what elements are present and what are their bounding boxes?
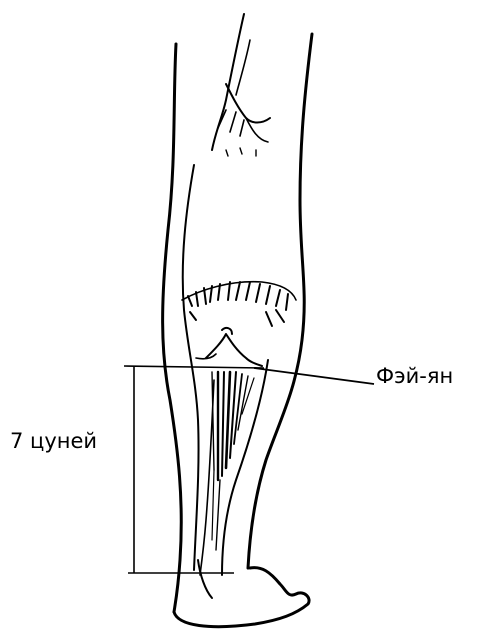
top-reference-line (124, 366, 264, 368)
muscle-junction (206, 334, 262, 366)
leg-left-outline (163, 44, 182, 612)
acupoint-label: Фэй-ян (376, 366, 453, 387)
distance-label: 7 цуней (10, 431, 97, 452)
leg-right-outline (248, 34, 312, 568)
tendon-shading (212, 372, 254, 550)
shin-line (200, 380, 214, 575)
heel-outline (174, 568, 309, 627)
pointer-line (254, 368, 374, 384)
ankle-tendon (198, 560, 212, 598)
calf-hatching (182, 282, 296, 326)
